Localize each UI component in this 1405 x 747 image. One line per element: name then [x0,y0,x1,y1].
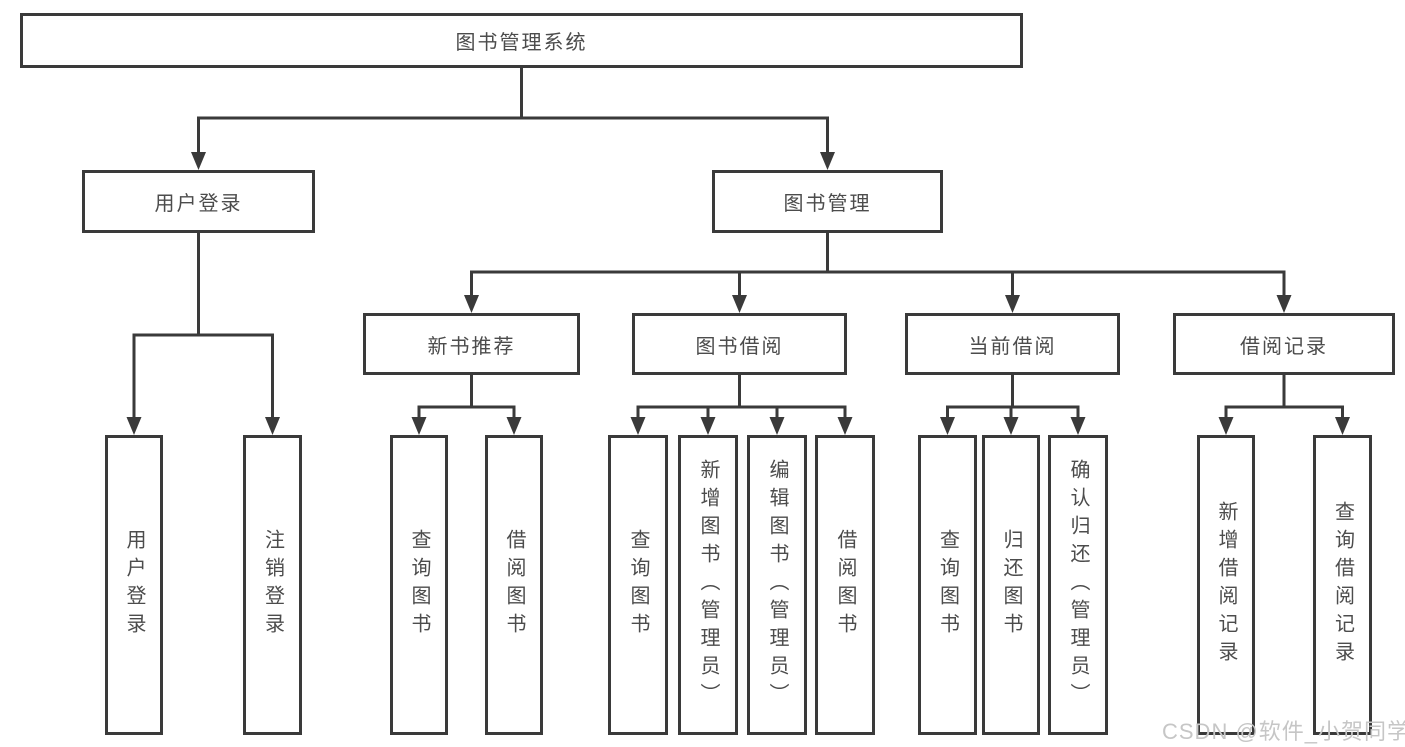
node-book-management-label: 图书管理 [783,193,872,215]
node-leaf-bb-edit-books: 编辑图书（管理员） [747,435,807,735]
node-leaf-logout-label: 注销登录 [261,529,284,641]
node-new-book-recommend-label: 新书推荐 [427,335,516,358]
node-leaf-br-add-record-label: 新增借阅记录 [1215,501,1237,669]
node-library-system: 图书管理系统 [20,13,1023,68]
connector-root-to-level2 [191,68,835,170]
node-leaf-br-query-record: 查询借阅记录 [1313,435,1372,735]
node-borrowing-records-label: 借阅记录 [1240,335,1328,358]
node-current-borrowing: 当前借阅 [905,313,1120,375]
connector-records-to-leaves [1218,375,1350,435]
node-leaf-br-add-record: 新增借阅记录 [1197,435,1255,735]
node-user-login-label: 用户登录 [154,193,243,215]
connector-bookmgmt-to-level3 [464,233,1292,313]
connector-newbook-to-leaves [411,375,522,435]
node-leaf-bb-edit-books-label: 编辑图书（管理员） [766,459,788,711]
node-library-system-label: 图书管理系统 [455,32,588,54]
node-leaf-cb-confirm-return-label: 确认归还（管理员） [1067,459,1089,711]
node-leaf-user-login: 用户登录 [105,435,163,735]
node-leaf-bb-query-books-label: 查询图书 [627,529,649,641]
node-borrowing-records: 借阅记录 [1173,313,1395,375]
connector-bookborrow-to-leaves [630,375,853,435]
node-book-management: 图书管理 [712,170,943,233]
node-leaf-bb-borrow-books-label: 借阅图书 [834,529,856,641]
node-leaf-cb-query-books-label: 查询图书 [936,529,959,641]
node-leaf-bb-borrow-books: 借阅图书 [815,435,875,735]
node-leaf-bb-add-books: 新增图书（管理员） [678,435,738,735]
node-leaf-rec-query-books-label: 查询图书 [408,529,430,641]
node-current-borrowing-label: 当前借阅 [968,335,1057,358]
node-leaf-user-login-label: 用户登录 [123,529,145,641]
node-leaf-logout: 注销登录 [243,435,302,735]
node-leaf-cb-query-books: 查询图书 [918,435,977,735]
csdn-watermark: CSDN @软件_小贺同学 [1162,719,1405,744]
node-leaf-br-query-record-label: 查询借阅记录 [1331,501,1354,669]
node-leaf-cb-return-books-label: 归还图书 [1000,529,1022,641]
node-leaf-cb-return-books: 归还图书 [982,435,1040,735]
node-book-borrowing: 图书借阅 [632,313,847,375]
node-leaf-bb-add-books-label: 新增图书（管理员） [697,459,719,711]
node-leaf-rec-borrow-books-label: 借阅图书 [503,529,525,641]
node-leaf-rec-borrow-books: 借阅图书 [485,435,543,735]
node-leaf-cb-confirm-return: 确认归还（管理员） [1048,435,1108,735]
connector-currentborrow-to-leaves [940,375,1086,435]
node-leaf-rec-query-books: 查询图书 [390,435,448,735]
connector-userlogin-to-leaves [126,233,280,435]
node-book-borrowing-label: 图书借阅 [695,335,784,358]
node-user-login: 用户登录 [82,170,315,233]
node-leaf-bb-query-books: 查询图书 [608,435,668,735]
node-new-book-recommend: 新书推荐 [363,313,580,375]
